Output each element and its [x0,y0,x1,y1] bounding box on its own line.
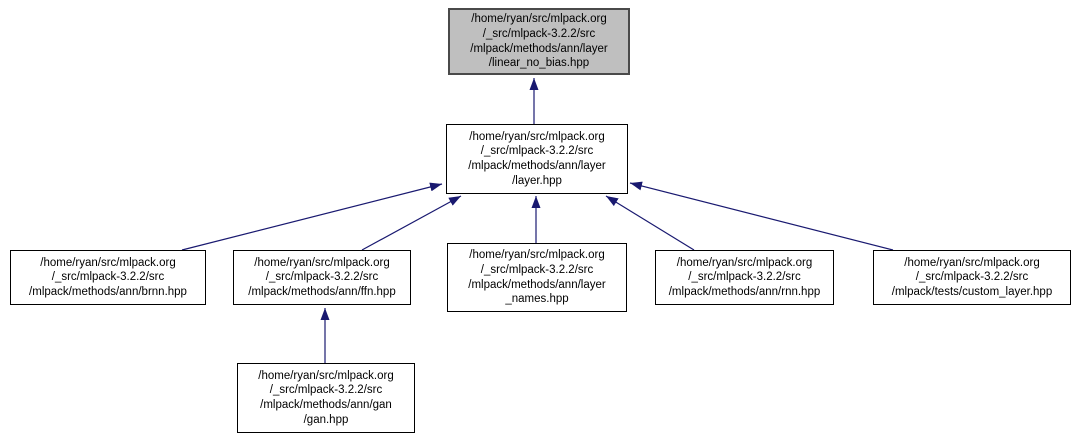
node-label-line: /mlpack/tests/custom_layer.hpp [891,285,1053,298]
node-label-line: /linear_no_bias.hpp [488,57,590,70]
node-label-line: /mlpack/methods/ann/layer [468,278,606,291]
node-label-line: /mlpack/methods/ann/layer [468,160,606,172]
node-label-line: /home/ryan/src/mlpack.org [676,256,813,269]
node-label-line: /_src/mlpack-3.2.2/src [480,145,594,158]
node-label-line: /home/ryan/src/mlpack.org [469,249,605,262]
node-label-line: /home/ryan/src/mlpack.org [40,256,176,269]
edge-rnn-to-layer [605,195,695,251]
node-label-line: /mlpack/methods/ann/ffn.hpp [248,285,396,298]
node-layer-hpp[interactable]: /home/ryan/src/mlpack.org /_src/mlpack-3… [446,124,628,194]
node-label-line: _names.hpp [505,293,569,306]
node-label-line: /home/ryan/src/mlpack.org [471,13,607,26]
node-label-line: /_src/mlpack-3.2.2/src [480,263,594,276]
node-label-line: /home/ryan/src/mlpack.org [469,130,605,143]
node-label-line: /_src/mlpack-3.2.2/src [482,27,596,40]
node-custom-layer-hpp[interactable]: /home/ryan/src/mlpack.org /_src/mlpack-3… [873,250,1071,305]
edge-ffn-to-layer [361,195,462,251]
node-label-line: /home/ryan/src/mlpack.org [254,256,390,269]
node-label-line: /_src/mlpack-3.2.2/src [51,271,165,284]
node-label-line: /home/ryan/src/mlpack.org [904,256,1040,269]
node-label-line: /_src/mlpack-3.2.2/src [915,271,1029,284]
node-brnn-hpp[interactable]: /home/ryan/src/mlpack.org /_src/mlpack-3… [10,250,206,305]
node-ffn-hpp[interactable]: /home/ryan/src/mlpack.org /_src/mlpack-3… [233,250,411,305]
node-label-line: /layer.hpp [512,174,562,187]
node-layer-names-hpp[interactable]: /home/ryan/src/mlpack.org /_src/mlpack-3… [447,243,627,312]
node-label-line: /gan.hpp [303,413,349,426]
node-label-line: /mlpack/methods/ann/rnn.hpp [668,285,821,298]
node-label-line: /_src/mlpack-3.2.2/src [265,271,379,284]
node-label-line: /_src/mlpack-3.2.2/src [269,384,383,397]
node-label-line: /_src/mlpack-3.2.2/src [688,271,801,284]
node-label-line: /mlpack/methods/ann/layer [470,42,608,55]
node-label-line: /home/ryan/src/mlpack.org [258,369,394,382]
node-label-line: /mlpack/methods/ann/brnn.hpp [29,285,187,298]
edge-brnn-to-layer [181,182,443,251]
node-rnn-hpp[interactable]: /home/ryan/src/mlpack.org /_src/mlpack-3… [655,250,834,305]
node-gan-hpp[interactable]: /home/ryan/src/mlpack.org /_src/mlpack-3… [237,363,415,433]
node-label-line: /mlpack/methods/ann/gan [260,399,392,411]
node-linear-no-bias-hpp[interactable]: /home/ryan/src/mlpack.org /_src/mlpack-3… [448,8,630,75]
edge-custom-layer-to-layer [629,181,894,251]
